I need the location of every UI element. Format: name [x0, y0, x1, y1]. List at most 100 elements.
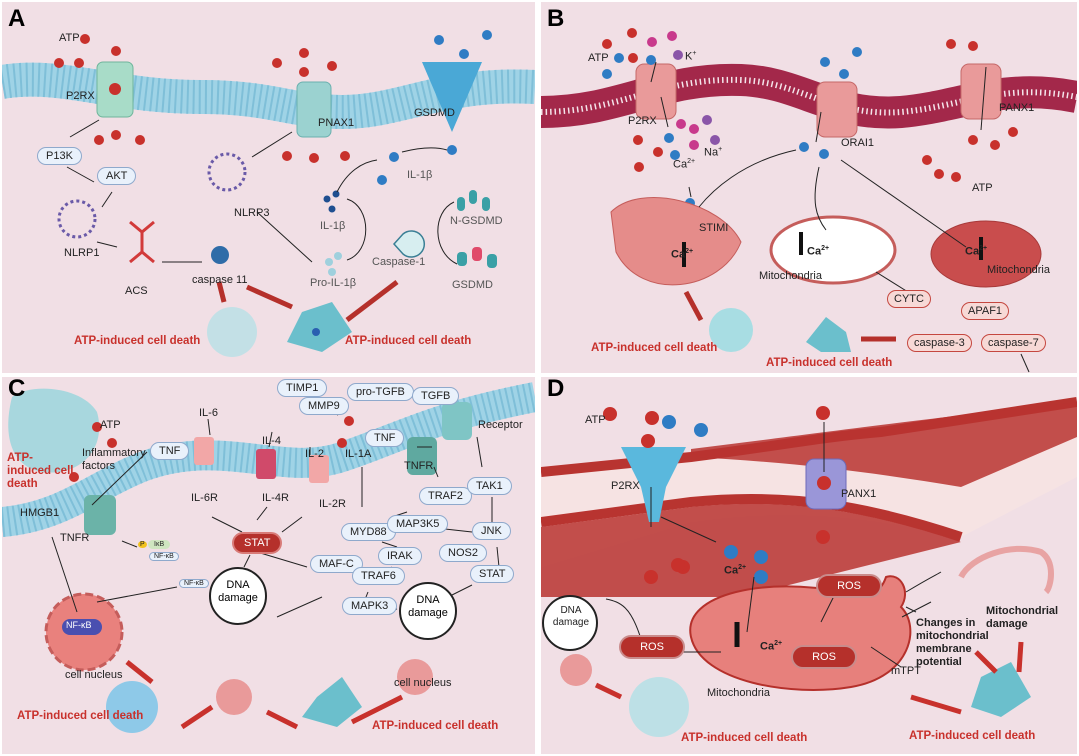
- outcome-right: ATP-induced cell death: [345, 335, 472, 347]
- mitochondria-right-label: Mitochondria: [987, 264, 1050, 276]
- gsdmd-pore: [422, 62, 482, 132]
- dna-damage-center: DNA damage: [209, 567, 267, 625]
- potassium-label: K+: [685, 50, 697, 63]
- il6r-label: IL-6R: [191, 492, 218, 504]
- nfkb-free-node: NF-κB: [179, 579, 209, 588]
- dna-damage-icon: [542, 595, 598, 651]
- ikb-node: IκB: [148, 540, 171, 549]
- p2rx-label: P2RX: [66, 90, 95, 102]
- acs-label: ACS: [125, 285, 148, 297]
- il1b-mature-molecules: [323, 190, 340, 213]
- nlrp3-label: NLRP3: [234, 207, 270, 219]
- il1a-label: IL-1A: [345, 448, 372, 460]
- mmp9-node: MMP9: [299, 397, 349, 415]
- lipid-tails: [2, 62, 535, 130]
- calcium-increase-arrows: [682, 232, 983, 267]
- pathway-arrows: [51, 396, 500, 618]
- damaged-cell-icon: [560, 654, 592, 686]
- panel-c: C ATP Inflammatory factors ATP-induced c…: [2, 377, 535, 754]
- atp-molecules: [54, 34, 350, 163]
- sodium-label: Na+: [704, 146, 723, 159]
- nlrp1-label: NLRP1: [64, 247, 100, 259]
- outcome-left: ATP-induced cell death: [591, 342, 718, 354]
- ros-node-top: ROS: [816, 574, 882, 598]
- membrane-potential-label: Changes in mitochondrial membrane potent…: [916, 617, 989, 668]
- panel-label: C: [8, 377, 26, 402]
- panx1-label: PANX1: [841, 488, 877, 500]
- panel-a-graphics: [2, 30, 535, 357]
- atp-label: ATP: [585, 414, 606, 426]
- sodium-ions: [647, 31, 699, 150]
- atp-label: ATP: [59, 32, 80, 44]
- atp-molecules: [602, 28, 1018, 182]
- caspase1-label: Caspase-1: [372, 256, 426, 268]
- p2rx-label: P2RX: [611, 480, 640, 492]
- orai1-channel: [816, 81, 858, 138]
- mtpt-label: mTPT: [891, 665, 921, 677]
- panel-b: B ATP K+ P2RX Na+ Ca2+ ORAI1 PANX1 ATP S…: [541, 2, 1077, 373]
- orai1-label: ORAI1: [841, 137, 875, 149]
- panel-c-graphics: [2, 382, 535, 733]
- cell-nucleus-right-label: cell nucleus: [394, 677, 452, 689]
- endoplasmic-reticulum-icon: [610, 197, 742, 286]
- caspase11-label: caspase 11: [192, 274, 248, 286]
- ros-node-center: ROS: [791, 645, 857, 669]
- nfkb-nucleus-icon: [62, 619, 102, 635]
- apoptotic-cell-icon: [302, 677, 362, 727]
- il2r-label: IL-2R: [319, 498, 346, 510]
- damaged-cell-icon: [216, 679, 252, 715]
- mitochondria-damaged-icon: [930, 220, 1042, 288]
- death-arrows: [594, 641, 1024, 715]
- damaged-mitochondria-icon: [958, 545, 1054, 595]
- atp-label: ATP: [588, 52, 609, 64]
- atp-molecules: [603, 406, 831, 584]
- caspase3-node: caspase-3: [907, 334, 972, 352]
- pro-tgfb-node: pro-TGFB: [347, 383, 414, 401]
- traf6-node: TRAF6: [352, 567, 405, 585]
- panel-b-graphics: [541, 28, 1077, 373]
- nlrp3-inflammasome-icon: [207, 152, 247, 192]
- outcome-mid: ATP-induced cell death: [766, 357, 893, 369]
- tgfb-node: TGFB: [412, 387, 460, 405]
- stat-center-node: STAT: [232, 532, 283, 554]
- pathway-arrows: [66, 119, 458, 265]
- caspase11-icon: [211, 246, 229, 264]
- tnfr-left-label: TNFR: [60, 532, 90, 544]
- p2rx-label: P2RX: [628, 115, 657, 127]
- p2rx-channel: [621, 447, 686, 522]
- apaf1-node: APAF1: [961, 302, 1010, 320]
- gsdmd-label: GSDMD: [452, 279, 493, 291]
- il1b-molecules: [377, 30, 492, 185]
- p13k-node: P13K: [37, 147, 82, 165]
- dying-cell-icon: [207, 307, 257, 357]
- outcome-top-left: ATP-induced cell death: [7, 452, 74, 490]
- il4r-receptor: [256, 449, 276, 479]
- pro-il1b-molecules: [325, 252, 342, 276]
- il4-label: IL-4: [262, 435, 281, 447]
- phospho-icon: P: [138, 541, 147, 548]
- panel-label: A: [8, 5, 26, 32]
- membrane-upper-leaflet: [691, 402, 1077, 487]
- pnax1-channel: [296, 81, 332, 138]
- calcium-label: Ca2+: [724, 564, 747, 577]
- tnf-node-right: TNF: [365, 429, 405, 447]
- ros-node-left: ROS: [619, 635, 685, 659]
- mito-damaged-calcium-label: Ca2+: [965, 245, 988, 258]
- mafc-node: MAF-C: [310, 555, 363, 573]
- nfkb-complex-node: NF-κB: [149, 552, 179, 561]
- il1b-released-label: IL-1β: [407, 169, 433, 181]
- death-arrows: [125, 660, 404, 730]
- outcome-right: ATP-induced cell death: [909, 730, 1036, 742]
- panx1-label: PANX1: [999, 102, 1035, 114]
- panel-d-graphics: [541, 397, 1077, 737]
- p2rx-channel: [96, 61, 134, 118]
- n-gsdmd-label: N-GSDMD: [450, 215, 503, 227]
- mitochondrial-damage-label: Mitochondrial damage: [986, 605, 1059, 630]
- calcium-label: Ca2+: [673, 158, 696, 171]
- n-gsdmd-icon: [457, 190, 490, 211]
- nfkb-nucleus-label: NF-κB: [66, 620, 92, 630]
- il2r-receptor: [309, 455, 329, 483]
- p2rx-channel: [635, 63, 677, 120]
- jnk-node: JNK: [472, 522, 511, 540]
- dying-cell-icon: [8, 388, 100, 473]
